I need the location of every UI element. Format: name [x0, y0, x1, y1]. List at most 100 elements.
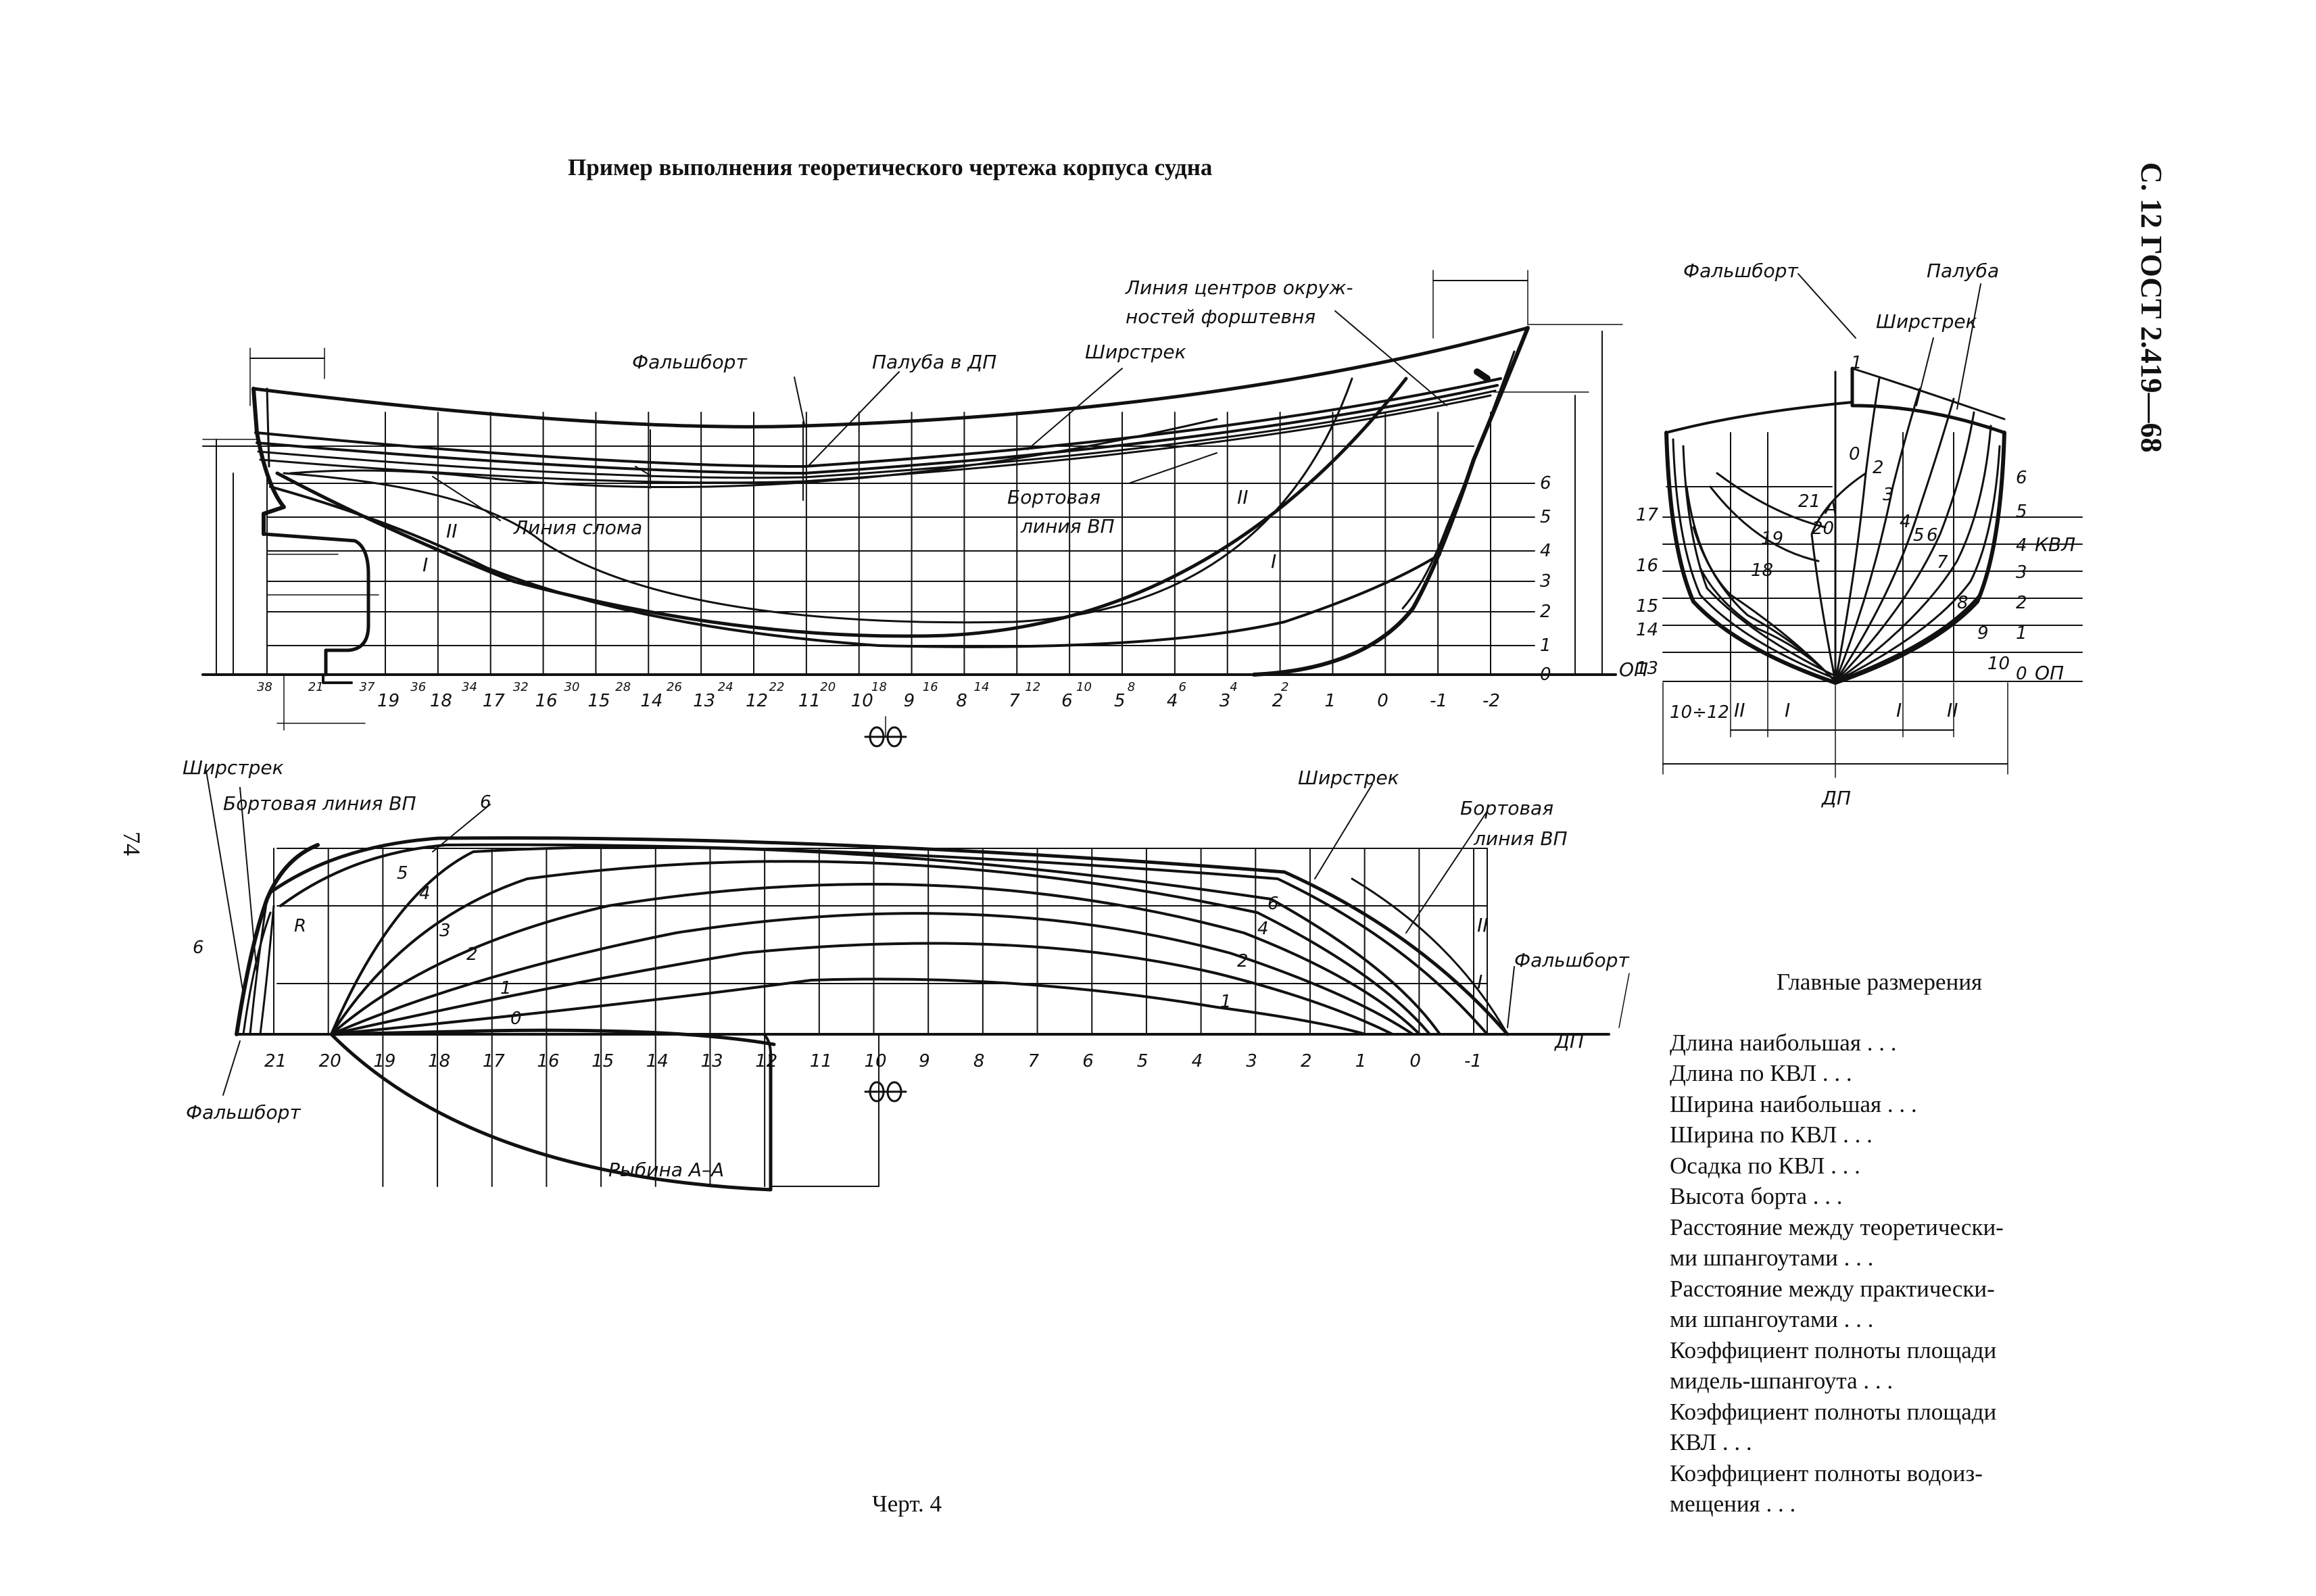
profile-waterline-label: 5 [1540, 507, 1551, 527]
main-dimension-item: Расстояние между практически- [1670, 1275, 1995, 1302]
plan-station-label: 17 [483, 1051, 506, 1071]
main-dimension-item: Высота борта . . . [1670, 1183, 1843, 1209]
profile-station-label: -2 [1482, 691, 1500, 711]
profile-waterline-label: 4 [1540, 541, 1551, 561]
profile-station-label: 19 [377, 691, 400, 711]
profile-station-label: 2 [1272, 691, 1284, 711]
label-paluba-dp: Палуба в ДП [872, 351, 996, 373]
main-dimension-item: мидель-шпангоута . . . [1670, 1368, 1893, 1394]
profile-station-label: 6 [1061, 691, 1073, 711]
body-frame-label: 7 [1937, 552, 1948, 573]
profile-station-label: 13 [693, 691, 715, 711]
label-paluba: Палуба [1927, 260, 1999, 282]
label-op-body: ОП [2035, 662, 2064, 684]
label-roman-1-plan: I [1477, 971, 1482, 993]
label-bortovaya-plan: Бортовая [1460, 797, 1553, 819]
body-frame-label: 10 [1987, 654, 2010, 674]
profile-station-label: 10 [851, 691, 873, 711]
profile-station-label: 14 [640, 691, 662, 711]
body-frame-label: 0 [1849, 444, 1860, 464]
label-wl-4-plan-fwd: 4 [1257, 919, 1269, 939]
profile-station-label: 1 [1324, 691, 1336, 711]
main-dimension-item: Ширина по КВЛ . . . [1670, 1121, 1873, 1148]
midship-symbol-profile [864, 726, 907, 748]
plan-station-label: 10 [865, 1051, 887, 1071]
main-dimension-item: Осадка по КВЛ . . . [1670, 1152, 1860, 1179]
plan-station-label: 11 [810, 1051, 832, 1071]
main-dimension-item: Расстояние между теоретически- [1670, 1213, 2004, 1240]
plan-station-label: 4 [1192, 1051, 1203, 1071]
profile-frame-label: 4 [1230, 680, 1237, 694]
body-frame-label: 20 [1812, 518, 1834, 539]
label-wl-2-plan-fwd: 2 [1237, 951, 1249, 971]
body-frame-label: 2 [1873, 458, 1884, 478]
label-falshbort-profile: Фальшборт [632, 351, 747, 373]
label-roman-1-profile-b: I [1271, 550, 1276, 573]
profile-frame-label: 24 [718, 680, 733, 694]
label-r: R [294, 916, 306, 936]
label-wl-1-plan-fwd: 1 [1220, 992, 1232, 1012]
profile-station-label: 8 [956, 691, 967, 711]
label-falshbort-plan-right: Фальшборт [1514, 949, 1629, 971]
profile-frame-label: 20 [820, 680, 836, 694]
label-body-roman-1-left: I [1785, 699, 1790, 721]
half-breadth-labels: Ширстрек Бортовая линия ВП Ширстрек Борт… [183, 756, 1629, 1181]
body-frame-label: 19 [1761, 529, 1783, 549]
body-frame-label: 5 [1913, 525, 1925, 546]
body-frame-label: 9 [1977, 623, 1989, 644]
label-roman-2-plan: II [1477, 914, 1489, 936]
plan-station-label: 19 [373, 1051, 395, 1071]
plan-station-label: 2 [1301, 1051, 1312, 1071]
main-dimension-item: ми шпангоутами . . . [1670, 1306, 1874, 1332]
profile-waterline-label: 6 [1540, 473, 1551, 493]
profile-frame-label: 21 [308, 680, 324, 694]
profile-frame-label: 8 [1128, 680, 1135, 694]
half-breadth-view [206, 770, 1630, 1192]
label-wl-6-plan-left: 6 [193, 938, 204, 958]
label-falshbort-plan-left: Фальшборт [186, 1101, 301, 1123]
body-frame-label: 3 [1883, 485, 1894, 505]
profile-frame-label: 2 [1281, 680, 1288, 694]
profile-frame-label: 36 [410, 680, 426, 694]
profile-frame-label: 38 [257, 680, 272, 694]
main-dimensions-list: Главные размерения Длина наибольшая . . … [1670, 967, 2089, 1520]
profile-frame-label: 32 [513, 680, 529, 694]
label-body-roman-2-left: II [1734, 699, 1745, 721]
label-wl-1-plan: 1 [500, 978, 512, 998]
profile-station-label: 12 [746, 691, 768, 711]
main-dimension-item: Длина наибольшая . . . [1670, 1029, 1897, 1056]
body-frame-label: 21 [1798, 491, 1820, 512]
label-wl-2-plan: 2 [466, 944, 478, 965]
profile-station-label: 5 [1114, 691, 1126, 711]
profile-waterline-label: 1 [1540, 635, 1551, 656]
label-shirstrek-plan-right: Ширстрек [1298, 767, 1399, 789]
profile-station-label: 11 [798, 691, 821, 711]
profile-station-label: 0 [1377, 691, 1389, 711]
plan-station-label: 13 [700, 1051, 723, 1071]
profile-station-label: 15 [587, 691, 610, 711]
profile-labels: Фальшборт Палуба в ДП Ширстрек Линия цен… [257, 276, 1648, 711]
plan-station-label: 12 [755, 1051, 777, 1071]
profile-frame-label: 14 [974, 680, 990, 694]
label-body-roman-1-right: I [1896, 699, 1902, 721]
plan-station-label: 7 [1028, 1051, 1040, 1071]
label-dp-body: ДП [1820, 787, 1851, 809]
label-wl-5-plan: 5 [397, 863, 408, 884]
profile-waterline-label: 0 [1540, 664, 1551, 685]
label-wl-6-plan: 6 [480, 792, 491, 813]
main-dimensions-heading: Главные размерения [1776, 969, 1983, 995]
plan-station-label: -1 [1464, 1051, 1482, 1071]
profile-station-label: 3 [1220, 691, 1231, 711]
profile-frame-label: 37 [360, 680, 375, 694]
main-dimension-item: Коэффициент полноты площади [1670, 1336, 1997, 1363]
midship-symbol-plan [864, 1081, 907, 1103]
profile-station-label: 18 [430, 691, 452, 711]
plan-station-label: 5 [1137, 1051, 1149, 1071]
body-frame-label: 18 [1751, 560, 1773, 581]
body-frame-label: A [1824, 498, 1837, 518]
profile-frame-label: 6 [1179, 680, 1186, 694]
label-liniya-centrov-2: ностей форштевня [1126, 306, 1316, 328]
body-left-number: 17 [1636, 505, 1659, 525]
body-left-number: 14 [1636, 620, 1658, 640]
